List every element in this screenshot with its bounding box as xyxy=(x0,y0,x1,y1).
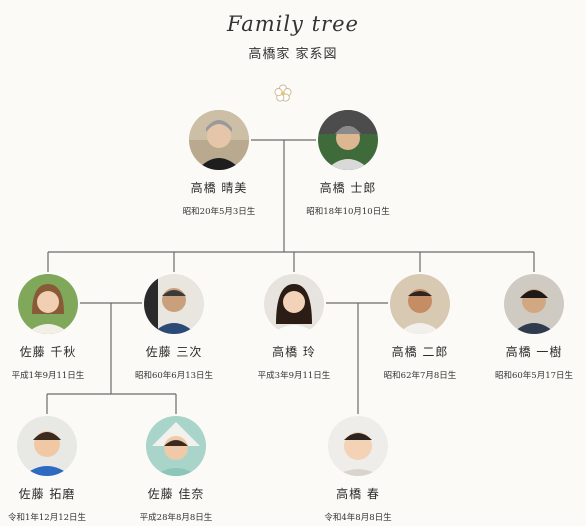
person-birthdate: 令和4年8月8日生 xyxy=(324,513,392,523)
avatar xyxy=(17,416,77,476)
person-takahashi-kazuki: 高橋 一樹 昭和60年5月17日生 xyxy=(479,274,586,381)
person-birthdate: 平成1年9月11日生 xyxy=(11,371,85,381)
person-birthdate: 昭和60年5月17日生 xyxy=(494,371,574,381)
person-takahashi-rei: 高橋 玲 平成3年9月11日生 xyxy=(239,274,349,381)
avatar xyxy=(264,274,324,334)
person-name: 高橋 士郎 xyxy=(319,181,377,195)
person-birthdate: 平成3年9月11日生 xyxy=(257,371,331,381)
avatar xyxy=(189,110,249,170)
person-sato-santsugu: 佐藤 三次 昭和60年6月13日生 xyxy=(119,274,229,381)
avatar xyxy=(318,110,378,170)
flower-icon xyxy=(274,84,292,102)
person-name: 高橋 二郎 xyxy=(391,345,449,359)
person-name: 高橋 玲 xyxy=(272,345,316,359)
avatar xyxy=(18,274,78,334)
avatar xyxy=(504,274,564,334)
avatar xyxy=(144,274,204,334)
person-name: 佐藤 三次 xyxy=(145,345,203,359)
person-birthdate: 昭和60年6月13日生 xyxy=(134,371,214,381)
avatar xyxy=(146,416,206,476)
avatar xyxy=(328,416,388,476)
person-takahashi-jiro: 高橋 二郎 昭和62年7月8日生 xyxy=(365,274,475,381)
person-birthdate: 令和1年12月12日生 xyxy=(7,513,87,523)
person-sato-kana: 佐藤 佳奈 平成28年8月8日生 xyxy=(121,416,231,523)
person-birthdate: 昭和18年10月10日生 xyxy=(306,207,390,217)
person-name: 佐藤 拓磨 xyxy=(18,487,76,501)
person-name: 佐藤 佳奈 xyxy=(147,487,205,501)
person-takahashi-harumi: 高橋 晴美 昭和20年5月3日生 xyxy=(164,110,274,217)
person-birthdate: 昭和62年7月8日生 xyxy=(383,371,457,381)
person-takahashi-haru: 高橋 春 令和4年8月8日生 xyxy=(303,416,413,523)
person-takahashi-shiro: 高橋 士郎 昭和18年10月10日生 xyxy=(293,110,403,217)
person-name: 佐藤 千秋 xyxy=(19,345,77,359)
title-script: Family tree xyxy=(227,12,359,36)
person-name: 高橋 一樹 xyxy=(505,345,563,359)
avatar xyxy=(390,274,450,334)
person-sato-takuma: 佐藤 拓磨 令和1年12月12日生 xyxy=(0,416,102,523)
person-name: 高橋 春 xyxy=(336,487,380,501)
person-name: 高橋 晴美 xyxy=(190,181,248,195)
person-sato-chiaki: 佐藤 千秋 平成1年9月11日生 xyxy=(0,274,103,381)
title-jp: 高橋家 家系図 xyxy=(248,47,338,62)
person-birthdate: 昭和20年5月3日生 xyxy=(182,207,256,217)
person-birthdate: 平成28年8月8日生 xyxy=(139,513,213,523)
